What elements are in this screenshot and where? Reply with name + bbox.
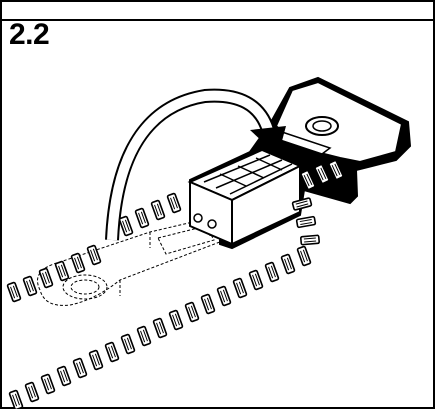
chain-upper-left <box>6 192 182 303</box>
curved-arrow-icon <box>105 88 286 241</box>
step-number: 2.2 <box>9 18 50 51</box>
